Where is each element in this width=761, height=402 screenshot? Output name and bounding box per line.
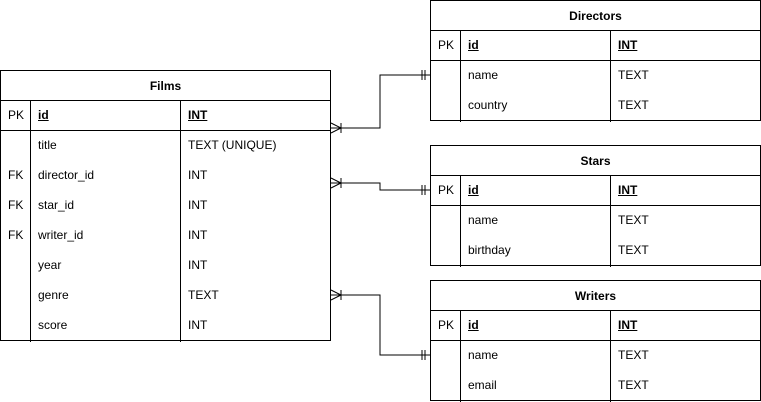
column-name: genre (38, 288, 69, 302)
column-type: TEXT (618, 213, 649, 227)
column-name: id (468, 38, 479, 52)
column-divider (460, 175, 461, 267)
table-title: Films (149, 79, 182, 93)
column-name: score (38, 318, 68, 332)
column-name: id (468, 183, 479, 197)
pk-row[interactable]: PK id INT (431, 310, 760, 340)
column-name: country (468, 98, 508, 112)
title-divider (431, 175, 760, 176)
key-cell: FK (8, 168, 24, 182)
column-name: title (38, 138, 57, 152)
column-name: year (38, 258, 62, 272)
column-divider (30, 100, 31, 342)
column-type: INT (188, 228, 208, 242)
table-row[interactable]: birthday TEXT (431, 235, 760, 265)
table-row[interactable]: name TEXT (431, 340, 760, 370)
table-row[interactable]: FK star_id INT (1, 190, 330, 220)
pk-divider (431, 205, 760, 206)
key-cell: PK (438, 318, 455, 332)
column-type: INT (188, 108, 208, 122)
column-type: INT (618, 183, 638, 197)
column-type: TEXT (UNIQUE) (188, 138, 277, 152)
column-name: id (468, 318, 479, 332)
key-cell: PK (8, 108, 25, 122)
table-row[interactable]: title TEXT (UNIQUE) (1, 130, 330, 160)
column-divider (610, 310, 611, 402)
table-row[interactable]: genre TEXT (1, 280, 330, 310)
title-divider (431, 310, 760, 311)
column-type: TEXT (618, 98, 649, 112)
column-divider (610, 30, 611, 122)
column-type: TEXT (618, 378, 649, 392)
column-type: INT (188, 198, 208, 212)
column-name: birthday (468, 243, 511, 257)
title-divider (1, 100, 330, 101)
column-type: INT (618, 318, 638, 332)
column-divider (610, 175, 611, 267)
table-title: Directors (569, 9, 622, 23)
table-row[interactable]: FK writer_id INT (1, 220, 330, 250)
column-type: TEXT (618, 348, 649, 362)
column-name: name (468, 213, 499, 227)
table-row[interactable]: FK director_id INT (1, 160, 330, 190)
key-cell: FK (8, 228, 24, 242)
pk-row[interactable]: PK id INT (431, 30, 760, 60)
column-type: TEXT (188, 288, 219, 302)
table-row[interactable]: name TEXT (431, 205, 760, 235)
column-name: email (468, 378, 497, 392)
column-type: INT (188, 258, 208, 272)
pk-row[interactable]: PK id INT (1, 100, 330, 130)
relationship-line-writers (330, 294, 430, 356)
table-row[interactable]: score INT (1, 310, 330, 340)
table-row[interactable]: email TEXT (431, 370, 760, 400)
column-name: name (468, 348, 499, 362)
column-name: writer_id (38, 228, 84, 242)
pk-divider (431, 60, 760, 61)
table-row[interactable]: name TEXT (431, 60, 760, 90)
pk-row[interactable]: PK id INT (431, 175, 760, 205)
relationship-line-directors (330, 74, 430, 129)
key-cell: PK (438, 38, 455, 52)
column-type: INT (188, 318, 208, 332)
pk-divider (431, 340, 760, 341)
key-cell: FK (8, 198, 24, 212)
table-row[interactable]: year INT (1, 250, 330, 280)
column-name: star_id (38, 198, 75, 212)
column-type: TEXT (618, 243, 649, 257)
column-type: TEXT (618, 68, 649, 82)
title-divider (431, 30, 760, 31)
column-type: INT (618, 38, 638, 52)
table-title: Writers (574, 289, 617, 303)
column-name: director_id (38, 168, 95, 182)
column-type: INT (188, 168, 208, 182)
column-divider (460, 30, 461, 122)
column-divider (180, 100, 181, 342)
relationship-line-stars (330, 182, 430, 191)
pk-divider (1, 130, 330, 131)
table-title: Stars (580, 154, 611, 168)
column-name: name (468, 68, 499, 82)
column-divider (460, 310, 461, 402)
table-row[interactable]: country TEXT (431, 90, 760, 120)
column-name: id (38, 108, 49, 122)
key-cell: PK (438, 183, 455, 197)
